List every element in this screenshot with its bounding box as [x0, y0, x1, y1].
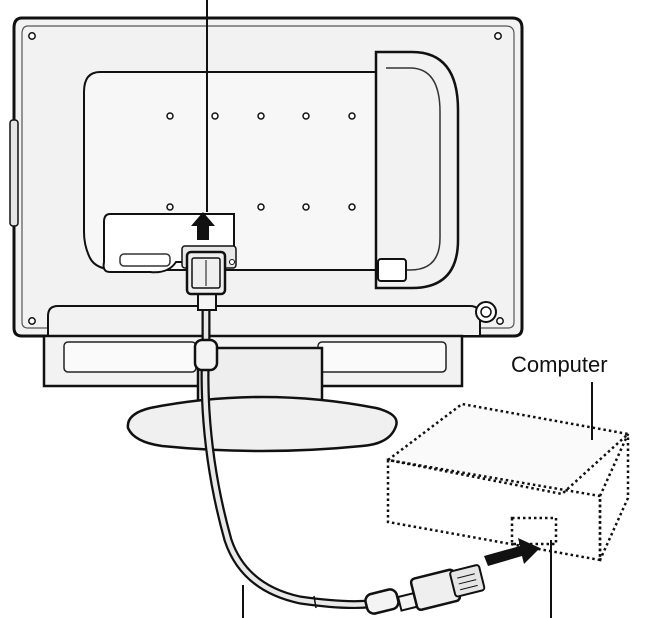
insert-up-arrow: [191, 212, 215, 240]
computer-side-connector: [396, 564, 486, 612]
computer-label: Computer: [511, 352, 608, 377]
signal-cable: [193, 295, 400, 615]
stand-base: [126, 395, 398, 453]
monitor-side-connector: [185, 250, 227, 311]
carrying-handle: [374, 50, 460, 290]
computer-box: [385, 402, 631, 562]
